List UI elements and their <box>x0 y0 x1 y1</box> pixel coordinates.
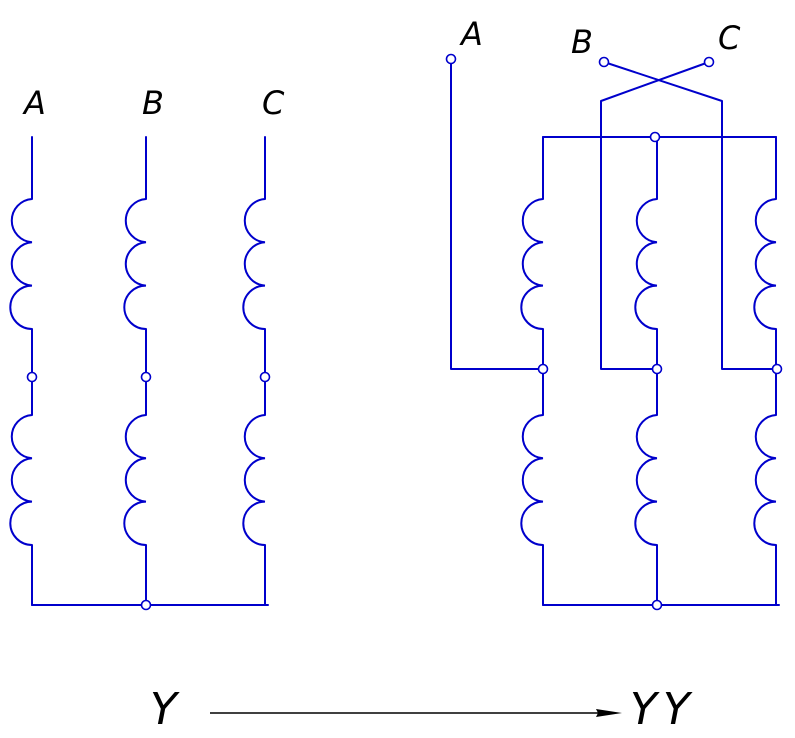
right-terminal-b <box>598 56 610 68</box>
left-winding-c <box>242 136 266 606</box>
right-winding-b <box>634 136 658 606</box>
double-star-connection-diagram: A B C <box>445 15 783 611</box>
right-upper-neutral-node <box>649 131 661 143</box>
right-tap-node-a <box>537 363 549 375</box>
right-tap-node-c <box>771 363 783 375</box>
right-phase-label-a: A <box>459 15 483 53</box>
right-tap-node-b <box>651 363 663 375</box>
left-tap-node-a <box>26 371 38 383</box>
right-terminal-c <box>703 56 715 68</box>
star-label: Y <box>150 684 180 735</box>
left-phase-label-c: C <box>262 84 285 122</box>
left-tap-node-b <box>140 371 152 383</box>
left-tap-node-c <box>259 371 271 383</box>
double-star-label: YY <box>630 684 696 735</box>
connection-change-caption: Y YY <box>150 684 696 735</box>
transition-arrow-head <box>596 709 622 717</box>
left-winding-a <box>9 136 33 606</box>
right-phase-label-c: C <box>718 19 741 57</box>
star-connection-diagram: A B C <box>9 84 285 611</box>
right-phase-label-b: B <box>571 23 593 61</box>
right-lead-c <box>600 61 710 370</box>
left-phase-label-b: B <box>142 84 164 122</box>
right-lead-a <box>450 59 544 370</box>
right-lead-b <box>603 61 777 370</box>
right-terminal-a <box>445 53 457 65</box>
right-lower-neutral-node <box>651 599 663 611</box>
left-winding-b <box>123 136 147 606</box>
left-phase-label-a: A <box>22 84 46 122</box>
left-neutral-node <box>140 599 152 611</box>
